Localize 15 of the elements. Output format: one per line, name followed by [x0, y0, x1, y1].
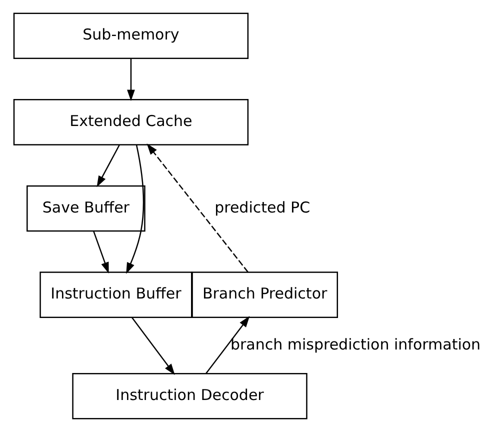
arrow	[206, 316, 250, 374]
edge-label: branch misprediction information	[230, 335, 481, 354]
node-box: Branch Predictor	[192, 272, 338, 318]
edge-label: predicted PC	[214, 198, 310, 216]
arrow	[126, 144, 144, 274]
arrow	[131, 317, 175, 375]
node-box: Instruction Buffer	[40, 272, 192, 318]
node-box: Instruction Decoder	[72, 373, 308, 420]
node-box: Save Buffer	[26, 185, 146, 232]
node-box: Extended Cache	[13, 99, 249, 146]
node-box: Sub-memory	[13, 12, 249, 59]
arrow	[127, 58, 135, 102]
arrow	[146, 143, 248, 273]
arrow	[96, 144, 120, 188]
arrow	[93, 231, 109, 274]
